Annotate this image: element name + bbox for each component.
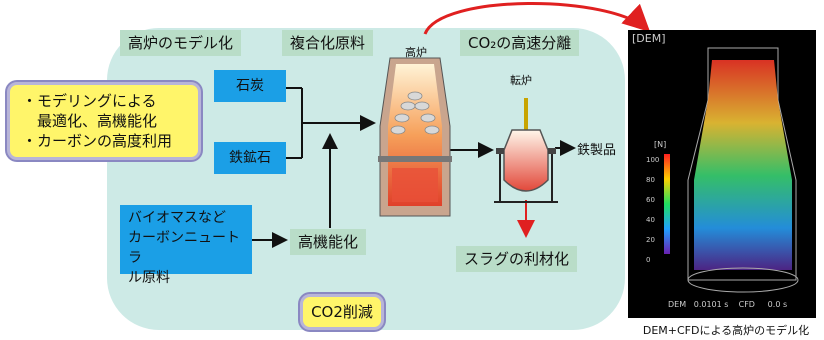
scale-ticks: 100 80 60 40 20 0: [646, 150, 659, 270]
modeling-label: 高炉のモデル化: [120, 30, 242, 56]
dem-simulation-image: [DEM] [N] 100 80 60 40 20 0 DEM 0.0101 s…: [628, 30, 816, 318]
scale-tick: 20: [646, 236, 655, 244]
model-arrow: [423, 2, 651, 35]
scale-tick: 100: [646, 156, 660, 164]
objective-line: 最適化、高機能化: [22, 112, 158, 130]
biomass-line: バイオマスなど: [128, 210, 226, 226]
objectives-box: ・モデリングによる 最適化、高機能化 ・カーボンの高度利用: [7, 82, 201, 160]
biomass-box: バイオマスなど カーボンニュートラ ル原料: [120, 205, 252, 286]
scale-tick: 80: [646, 176, 655, 184]
blast-furnace-illustration: [378, 57, 452, 217]
co2-reduction-box: CO2削減: [300, 294, 384, 330]
steel-products-label: 鉄製品: [577, 143, 617, 158]
dem-simulation-graphic: [664, 47, 799, 293]
biomass-line: カーボンニュートラ: [128, 230, 240, 266]
blast-furnace-label: 高炉: [405, 46, 427, 59]
objective-line: ・カーボンの高度利用: [22, 132, 173, 150]
simulation-header: [DEM]: [632, 32, 666, 45]
coal-box: 石炭: [214, 70, 286, 102]
co2-separation-label: CO₂の高速分離: [460, 30, 580, 56]
objective-line: ・モデリングによる: [22, 92, 157, 110]
composite-material-label: 複合化原料: [282, 30, 374, 56]
scale-unit: [N]: [654, 140, 667, 149]
biomass-line: ル原料: [128, 270, 170, 286]
simulation-footer: DEM 0.0101 s CFD 0.0 s: [668, 300, 788, 309]
scale-tick: 60: [646, 196, 655, 204]
slag-label: スラグの利材化: [456, 246, 578, 272]
converter-illustration: [494, 98, 558, 203]
scale-tick: 40: [646, 216, 655, 224]
converter-label: 転炉: [510, 74, 532, 87]
high-function-label: 高機能化: [290, 229, 367, 255]
iron-ore-box: 鉄鉱石: [214, 142, 286, 174]
simulation-caption: DEM+CFDによる高炉のモデル化: [642, 324, 810, 337]
scale-tick: 0: [646, 256, 651, 264]
